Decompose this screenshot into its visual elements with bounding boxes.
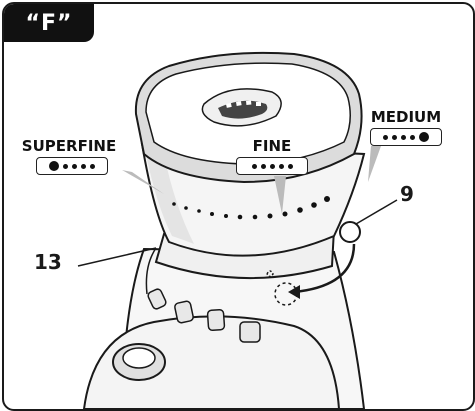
pointer-medium [368,146,381,182]
seam-line [145,247,157,295]
power-button-inner [122,347,156,369]
dot [383,134,388,140]
dot [269,163,275,169]
setting-medium: MEDIUM [366,108,446,146]
dot [90,163,95,169]
dot [278,163,284,169]
pointer-fine [274,176,286,214]
setting-fine-dots [236,157,308,175]
dot [63,163,68,169]
rotation-arrow [293,243,356,294]
dot [81,163,86,169]
smeg-logo [147,288,261,343]
grind-scale-dots [172,196,330,220]
dot [260,163,266,169]
setting-superfine: SUPERFINE [10,137,128,175]
indicator-marker [266,270,274,278]
grind-dial-knob [339,221,361,243]
dot [49,161,59,171]
setting-fine: FINE [236,137,308,175]
setting-medium-label: MEDIUM [370,108,442,126]
dot [287,163,293,169]
grinder-illustration [77,51,398,409]
hopper-shade [146,154,194,244]
dot [72,163,77,169]
dot [410,134,415,140]
dot [401,134,406,140]
callout-9: 9 [400,182,414,206]
dot [251,163,257,169]
setting-fine-label: FINE [252,137,292,155]
setting-superfine-dots [36,157,108,175]
figure-tag-text: “F” [25,10,73,36]
setting-indicator-dotted [274,282,298,306]
figure-tag: “F” [4,4,94,42]
leader-13 [77,247,157,267]
pointer-superfine [122,170,164,194]
callout-13: 13 [34,250,62,274]
setting-superfine-label: SUPERFINE [21,137,117,155]
leader-9 [355,199,398,225]
lid-grip-ridges [225,100,261,108]
dot [392,134,397,140]
dot [419,132,429,142]
setting-medium-dots [370,128,442,146]
